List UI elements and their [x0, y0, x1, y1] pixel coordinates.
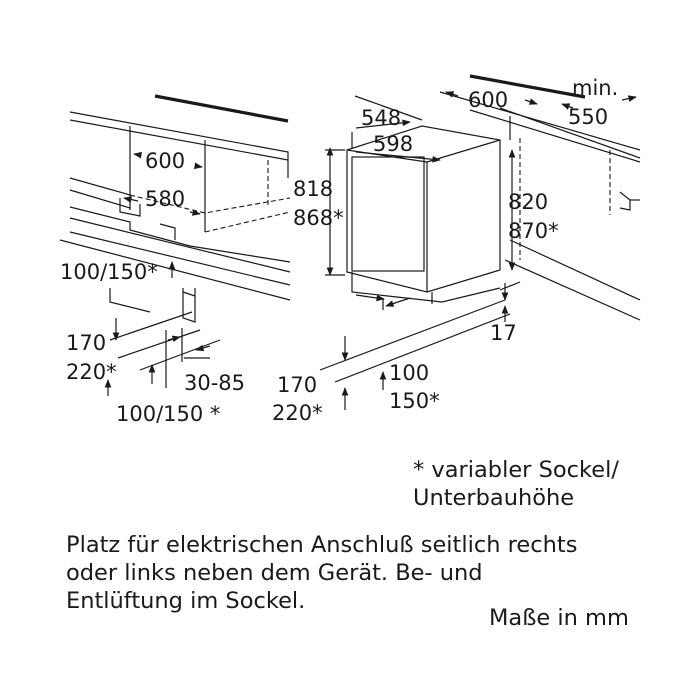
footnote: * variabler Sockel/ Unterbauhöhe: [413, 456, 619, 512]
dim-868: 868*: [293, 206, 344, 230]
dim-150-center: 150*: [389, 389, 440, 413]
dim-580: 580: [145, 187, 185, 211]
dim-min-label: min.: [572, 76, 618, 100]
dim-170-left: 170: [66, 331, 106, 355]
floor-line-left-3: [59, 239, 291, 301]
right-countertop-top-edge: [469, 74, 586, 99]
floor-center: [319, 299, 506, 371]
dim-220-center: 220*: [272, 401, 323, 425]
appliance-plinth: [351, 272, 501, 303]
dim-170-center: 170: [277, 373, 317, 397]
floor-line-left-2: [69, 231, 291, 286]
airflow-in-arrow: [355, 294, 385, 302]
countertop-top-edge: [154, 94, 289, 123]
dim-598: 598: [373, 132, 413, 156]
footnote-line-1: * variabler Sockel/: [413, 457, 619, 483]
countertop-front-lower: [69, 119, 289, 161]
dim-600-right-left-arrow: [445, 91, 459, 98]
installation-diagram: 600 580 100/150* 170 220* 30-85 100/150 …: [59, 74, 641, 426]
dim-220-left: 220*: [66, 360, 117, 384]
dim-580-right-arrow: [189, 209, 201, 216]
niche-back-dashed: [129, 194, 291, 214]
dim-548: 548: [361, 106, 401, 130]
dim-548-arrow: [355, 119, 411, 129]
dim-min-arrow-left: [561, 103, 574, 110]
dim-550: 550: [568, 105, 608, 129]
right-countertop-underside: [469, 109, 641, 163]
dim-818: 818: [293, 177, 333, 201]
dim-min-arrow-right: [621, 95, 637, 102]
top-dim-ext-left: [354, 95, 423, 121]
plinth-detail-top: [109, 288, 151, 313]
left-niche-view: 600 580 100/150* 170 220* 30-85 100/150 …: [59, 94, 291, 426]
dim-100-150-bottom: 100/150 *: [116, 402, 220, 426]
note-line-1: Platz für elektrischen Anschluß seitlich…: [66, 532, 578, 558]
floor-line-left: [69, 217, 291, 273]
dim-17-ext: [499, 281, 521, 291]
dim-depth-arrow-left: [167, 335, 181, 343]
dim-870: 870*: [508, 219, 559, 243]
right-floor-line: [509, 239, 641, 301]
plinth-detail-floor-2: [117, 329, 201, 359]
dim-598-arrow: [355, 151, 441, 163]
plinth-detail-wall: [182, 288, 196, 323]
dim-600-left: 600: [145, 149, 185, 173]
dim-100-150-top: 100/150*: [60, 260, 158, 284]
plinth-detail-edge: [182, 291, 196, 297]
right-floor-line-2: [504, 259, 641, 321]
niche-step: [159, 223, 176, 240]
niche-bracket: [119, 198, 141, 217]
plinth-detail-floor: [109, 311, 193, 341]
installation-note: Platz für elektrischen Anschluß seitlich…: [66, 531, 577, 615]
dim-600-left-arrow: [133, 151, 143, 159]
dim-600-right-right-arrow: [524, 98, 538, 105]
dim-17: 17: [490, 321, 517, 345]
left-cabinet-line: [69, 177, 131, 196]
niche-floor-dashed: [204, 211, 291, 233]
note-line-3: Entlüftung im Sockel.: [66, 588, 306, 614]
dim-depth-arrow-right: [195, 344, 211, 352]
floor-center-2: [334, 313, 511, 383]
right-countertop-front-2: [499, 107, 641, 159]
countertop-front: [69, 111, 289, 178]
airflow-out-arrow: [385, 297, 411, 307]
dim-820: 820: [508, 190, 548, 214]
footnote-line-2: Unterbauhöhe: [413, 485, 575, 511]
center-appliance-view: 548 598 818 868* 170 220* 100 150*: [272, 95, 511, 425]
plinth-front-line: [69, 206, 291, 263]
appliance-outline: [346, 125, 501, 293]
appliance-side-top: [426, 139, 501, 163]
appliance-door: [351, 156, 425, 272]
dim-30-85: 30-85: [184, 371, 245, 395]
right-countertop-front: [439, 91, 641, 151]
units-label: Maße in mm: [489, 605, 629, 631]
dim-580-left-arrow: [123, 196, 139, 203]
dim-600-right-arrow: [193, 162, 203, 170]
socket-symbol: [619, 191, 631, 211]
dim-600-right: 600: [468, 88, 508, 112]
note-line-2: oder links neben dem Gerät. Be- und: [66, 560, 483, 586]
dim-100-center: 100: [389, 361, 429, 385]
right-niche-view: 600 min. 550 820 870* 17: [439, 74, 641, 345]
